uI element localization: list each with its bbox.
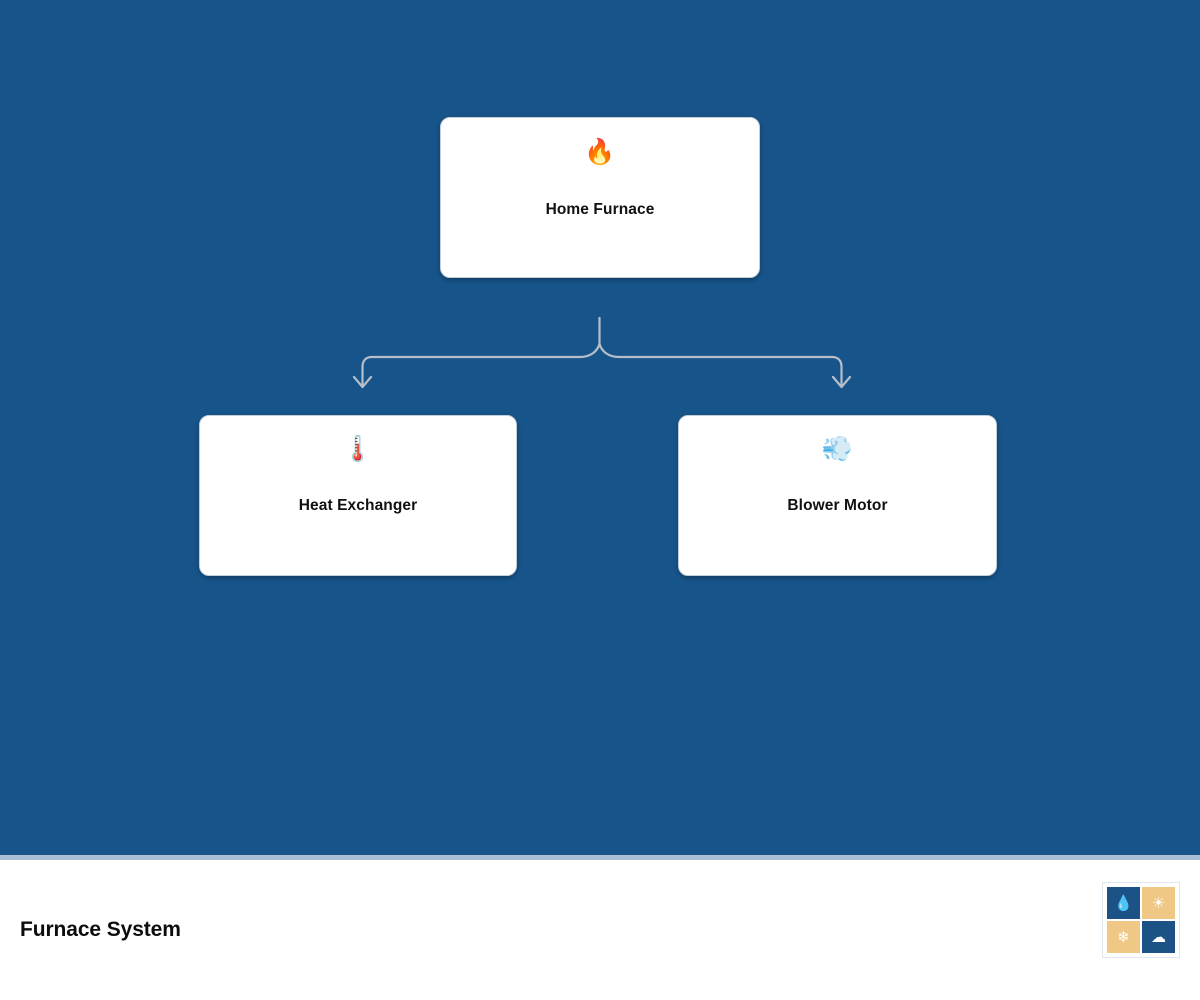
wind-dash-icon: 💨 bbox=[821, 433, 854, 463]
node-heat-exchanger[interactable]: 🌡️ Heat Exchanger bbox=[199, 415, 517, 576]
arrowhead-child-1 bbox=[831, 375, 852, 389]
sun-icon: ☀ bbox=[1151, 893, 1166, 912]
diagram-canvas[interactable]: 🔥 Home Furnace 🌡️ Heat Exchanger 💨 Blowe… bbox=[0, 0, 1200, 860]
node-home-furnace[interactable]: 🔥 Home Furnace bbox=[440, 117, 760, 278]
logo-cell-bottom-left: ❄ bbox=[1107, 921, 1140, 953]
arrowhead-child-0 bbox=[352, 375, 373, 389]
thermometer-icon: 🌡️ bbox=[342, 433, 374, 463]
cloud-icon: ☁ bbox=[1151, 927, 1166, 946]
edge-root-to-child-0 bbox=[361, 342, 601, 388]
node-label: Heat Exchanger bbox=[298, 497, 418, 514]
logo-frame: 💧 ☀ ❄ ☁ bbox=[1102, 882, 1180, 958]
node-blower-motor[interactable]: 💨 Blower Motor bbox=[678, 415, 997, 576]
page-title: Furnace System bbox=[20, 918, 181, 941]
node-label: Blower Motor bbox=[787, 497, 888, 514]
weather-logo: 💧 ☀ ❄ ☁ bbox=[1102, 882, 1180, 972]
logo-cell-bottom-right: ☁ bbox=[1142, 921, 1175, 953]
fire-icon: 🔥 bbox=[584, 136, 616, 166]
logo-cell-top-left: 💧 bbox=[1107, 887, 1140, 919]
edge-root-to-child-1 bbox=[598, 342, 843, 388]
node-label: Home Furnace bbox=[545, 201, 655, 218]
footer-bar: Furnace System 💧 ☀ ❄ ☁ bbox=[0, 860, 1200, 1000]
snowflake-icon: ❄ bbox=[1117, 927, 1130, 946]
logo-cell-top-right: ☀ bbox=[1142, 887, 1175, 919]
water-drop-icon: 💧 bbox=[1114, 893, 1133, 912]
